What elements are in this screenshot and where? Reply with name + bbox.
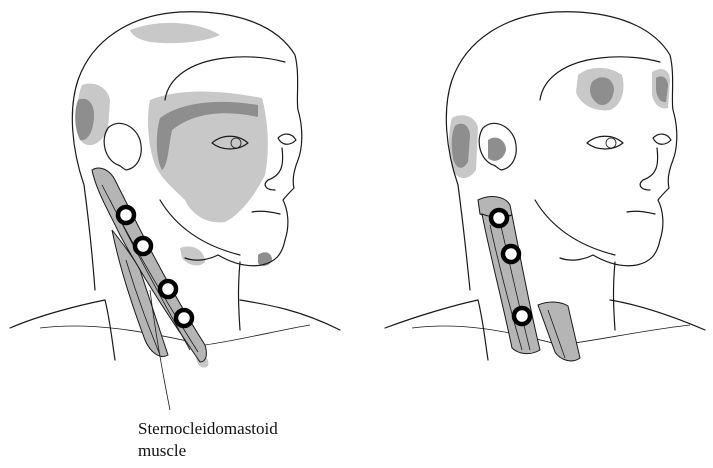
left-scalp-pain-area	[130, 23, 220, 43]
left-trigger-point-1	[118, 207, 134, 223]
right-ear-pain-area	[488, 138, 506, 161]
left-ear	[104, 123, 141, 170]
right-scm-muscle-clavicular	[482, 214, 540, 354]
caption-line-2: muscle	[138, 440, 338, 462]
right-shoulder-line	[385, 300, 488, 360]
right-eye	[587, 136, 623, 149]
right-iris	[606, 138, 616, 148]
muscle-caption: Sternocleidomastoid muscle	[138, 418, 338, 462]
right-trigger-point-1	[491, 210, 507, 226]
left-mouth	[252, 211, 280, 214]
left-collar-line	[40, 325, 310, 345]
right-jaw-line	[535, 200, 615, 255]
left-trigger-point-2	[135, 238, 151, 254]
left-shoulder-right-line	[240, 300, 340, 330]
left-neck-front	[239, 262, 241, 330]
right-scm-muscle-sternal-tab	[538, 302, 580, 361]
left-eye-far	[278, 134, 296, 144]
left-trigger-point-4	[176, 310, 192, 326]
caption-line-1: Sternocleidomastoid	[138, 418, 338, 440]
left-shoulder-line	[10, 300, 115, 360]
right-mouth	[627, 211, 655, 214]
right-nose	[640, 148, 658, 190]
right-trigger-point-2	[503, 246, 519, 262]
right-occipital-dark-area	[452, 124, 470, 168]
left-nose	[265, 148, 283, 190]
right-shoulder-right-line	[610, 300, 705, 330]
right-trigger-point-3	[514, 308, 530, 324]
right-eye-far	[653, 134, 671, 144]
right-neck-front	[614, 262, 616, 330]
left-trigger-point-3	[160, 281, 176, 297]
left-throat-pain-area	[180, 246, 205, 265]
